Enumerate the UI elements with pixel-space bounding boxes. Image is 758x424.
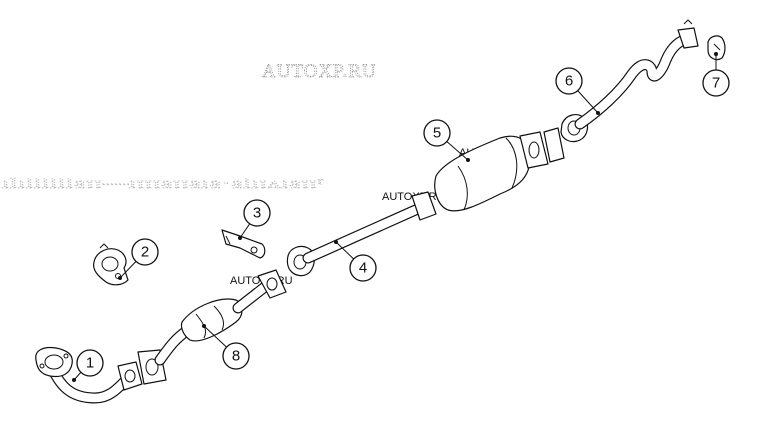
svg-text:3: 3 <box>253 205 261 222</box>
callout-3: 3 <box>238 199 271 240</box>
callout-5: 5 <box>423 119 470 162</box>
callout-4: 4 <box>334 240 377 282</box>
callout-6: 6 <box>555 67 600 115</box>
front-downpipe <box>35 346 143 404</box>
clamp-clip <box>707 35 726 61</box>
callout-2: 2 <box>118 238 159 280</box>
tail-pipe <box>560 19 699 143</box>
watermark-main: AUTOXP.RU <box>262 61 377 82</box>
svg-text:2: 2 <box>141 244 149 261</box>
svg-text:6: 6 <box>565 73 573 90</box>
intermediate-pipe <box>286 191 437 277</box>
svg-text:1: 1 <box>86 355 94 372</box>
center-muffler <box>434 127 565 212</box>
callout-8: 8 <box>202 324 250 370</box>
svg-text:8: 8 <box>232 348 240 365</box>
rubber-hanger <box>221 229 266 259</box>
callout-7: 7 <box>702 52 730 97</box>
svg-text:4: 4 <box>359 260 367 277</box>
mounting-bracket <box>93 243 129 286</box>
callout-1: 1 <box>72 349 104 382</box>
catalytic-converter <box>154 269 287 366</box>
svg-text:7: 7 <box>712 75 720 92</box>
watermark-faded: ılıiiiiiiaɪɪ—ıɪɪɪaɪɪaıa·aiıɪʌıaɪɪʳ <box>2 176 324 192</box>
svg-text:5: 5 <box>433 125 441 142</box>
